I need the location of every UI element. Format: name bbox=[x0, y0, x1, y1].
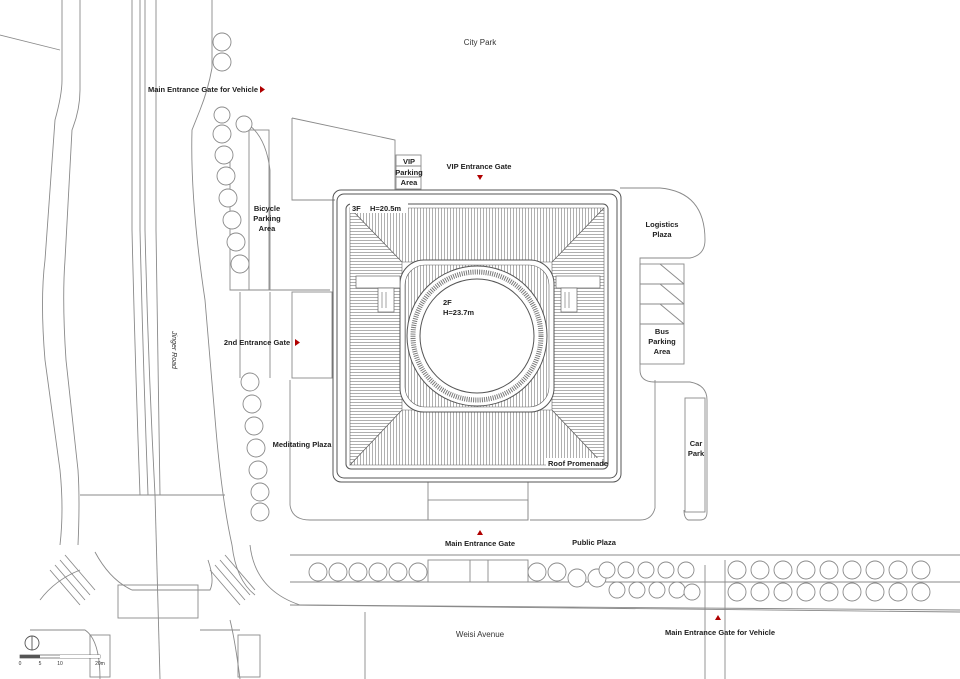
label-vip-2: Parking bbox=[395, 168, 423, 177]
label-vip-gate: VIP Entrance Gate bbox=[447, 162, 512, 171]
label-jinger-road: Jinger Road bbox=[170, 330, 177, 370]
tree-row-bottom bbox=[308, 559, 931, 602]
label-second-gate: 2nd Entrance Gate bbox=[224, 338, 290, 347]
label-public-plaza: Public Plaza bbox=[572, 538, 617, 547]
label-bus-3: Area bbox=[654, 347, 672, 356]
north-arrow-icon bbox=[24, 635, 40, 651]
jinger-road-lines bbox=[0, 0, 233, 679]
main-entrance-steps bbox=[427, 481, 529, 521]
gate-triangle-icon bbox=[715, 615, 721, 620]
scale-tick-20: 20m bbox=[95, 661, 105, 667]
vip-parking bbox=[395, 154, 422, 190]
label-meditating: Meditating Plaza bbox=[273, 440, 333, 449]
scale-bar: 0 5 10 20m bbox=[19, 654, 105, 667]
label-bicycle-2: Parking bbox=[253, 214, 281, 223]
gate-triangle-icon bbox=[477, 175, 483, 180]
label-floor-2: 2F bbox=[443, 298, 452, 307]
bicycle-parking bbox=[248, 129, 270, 291]
label-main-gate-vehicle-top: Main Entrance Gate for Vehicle bbox=[148, 85, 258, 94]
label-roof-promenade: Roof Promenade bbox=[548, 459, 608, 468]
gate-triangle-icon bbox=[260, 86, 265, 93]
label-bicycle-3: Area bbox=[259, 224, 277, 233]
label-weisi-avenue: Weisi Avenue bbox=[456, 630, 505, 639]
labels: City Park Main Entrance Gate for Vehicle… bbox=[148, 38, 775, 639]
label-bicycle-1: Bicycle bbox=[254, 204, 280, 213]
scale-tick-0: 0 bbox=[19, 661, 22, 667]
label-height-3: H=20.5m bbox=[370, 204, 401, 213]
label-logistics-2: Plaza bbox=[652, 230, 672, 239]
label-car-1: Car bbox=[690, 439, 703, 448]
label-bus-1: Bus bbox=[655, 327, 669, 336]
label-main-gate-vehicle-bottom: Main Entrance Gate for Vehicle bbox=[665, 628, 775, 637]
gate-triangle-icon bbox=[477, 530, 483, 535]
tree-row-left bbox=[212, 32, 270, 522]
stadium-building bbox=[332, 189, 622, 483]
weisi-avenue-lines bbox=[289, 554, 960, 679]
road-crossings bbox=[30, 544, 960, 679]
label-bus-2: Parking bbox=[648, 337, 676, 346]
scale-tick-10: 10 bbox=[57, 661, 63, 667]
label-vip-1: VIP bbox=[403, 157, 415, 166]
label-main-gate: Main Entrance Gate bbox=[445, 539, 515, 548]
label-vip-3: Area bbox=[401, 178, 419, 187]
gate-markers bbox=[260, 86, 721, 620]
label-floor-3: 3F bbox=[352, 204, 361, 213]
label-city-park: City Park bbox=[464, 38, 497, 47]
label-height-2: H=23.7m bbox=[443, 308, 474, 317]
logistics-plaza-edge bbox=[620, 187, 708, 521]
label-logistics-1: Logistics bbox=[646, 220, 679, 229]
label-car-2: Park bbox=[688, 449, 705, 458]
gate-triangle-icon bbox=[295, 339, 300, 346]
meditating-plaza-edge bbox=[239, 291, 656, 521]
scale-tick-5: 5 bbox=[39, 661, 42, 667]
